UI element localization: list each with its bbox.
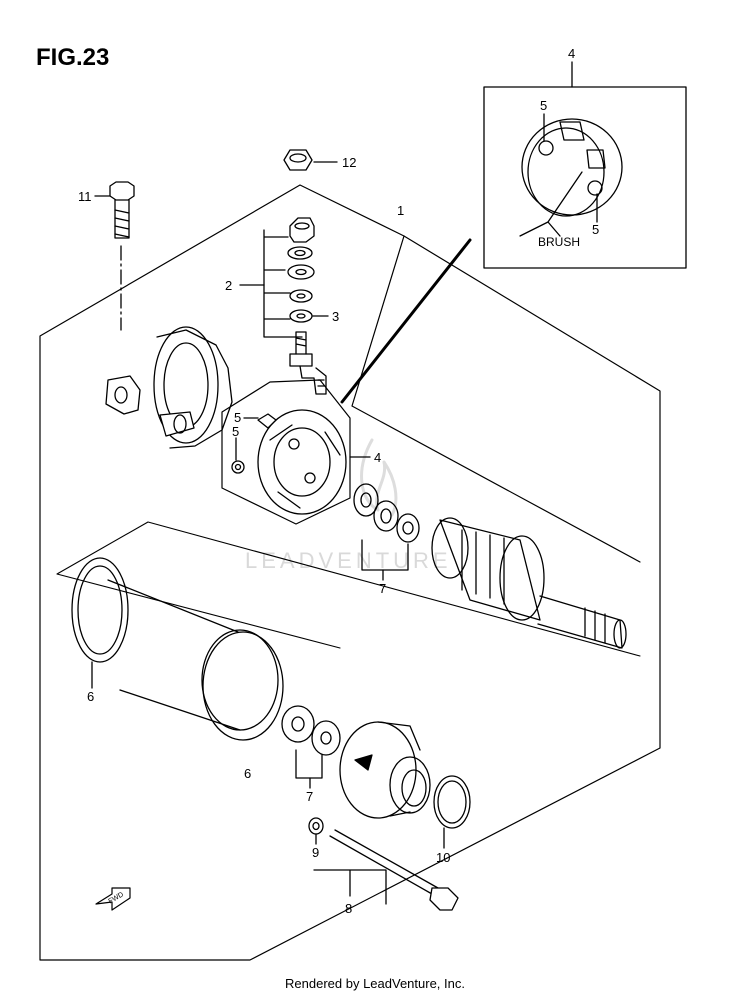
watermark-flame-icon xyxy=(360,438,398,517)
callout-9: 9 xyxy=(312,845,319,860)
callout-6-left: 6 xyxy=(87,689,94,704)
callout-4-mid: 4 xyxy=(374,450,381,465)
brush-holder-outline xyxy=(221,379,351,525)
item-5-screws xyxy=(231,413,277,474)
item-9-and-8 xyxy=(308,817,459,911)
inset-leader xyxy=(340,238,472,404)
item-7-washers-upper xyxy=(353,483,420,581)
watermark-text: LEADVENTURE xyxy=(245,548,452,573)
callout-7-bottom: 7 xyxy=(306,789,313,804)
item-11-bolt xyxy=(94,181,135,331)
callout-7-top: 7 xyxy=(379,581,386,596)
assembly-outline-hidden xyxy=(351,235,641,563)
callout-1: 1 xyxy=(397,203,404,218)
callout-5-a: 5 xyxy=(234,410,241,425)
callout-11: 11 xyxy=(78,189,92,204)
inset-brush-label: BRUSH xyxy=(538,235,580,249)
item-10-o-ring xyxy=(433,775,471,849)
callout-5-inset-bottom: 5 xyxy=(592,222,599,237)
armature-box-outline xyxy=(56,521,641,657)
item-12-nut xyxy=(283,149,338,171)
assembly-outline xyxy=(39,184,661,961)
armature xyxy=(431,517,627,649)
callout-6-mid: 6 xyxy=(244,766,251,781)
fwd-arrow-icon: FWD xyxy=(95,887,131,911)
rear-cover xyxy=(105,326,233,449)
callout-10: 10 xyxy=(436,850,450,865)
item-7-washers-lower xyxy=(281,705,341,789)
callout-5-b: 5 xyxy=(232,424,239,439)
brush-holder-plate xyxy=(257,409,347,515)
footer-credit: Rendered by LeadVenture, Inc. xyxy=(285,976,465,991)
item-2-terminal-parts xyxy=(239,217,329,395)
inset-frame xyxy=(483,86,687,269)
inset-brush-plate xyxy=(519,113,623,237)
yoke xyxy=(71,557,284,741)
callout-8: 8 xyxy=(345,901,352,916)
front-cover xyxy=(339,721,431,819)
callout-2: 2 xyxy=(225,278,232,293)
callout-3: 3 xyxy=(332,309,339,324)
callout-5-inset-top: 5 xyxy=(540,98,547,113)
figure-title: FIG.23 xyxy=(36,44,110,71)
callout-12: 12 xyxy=(342,155,356,170)
callout-4-top: 4 xyxy=(568,46,575,61)
